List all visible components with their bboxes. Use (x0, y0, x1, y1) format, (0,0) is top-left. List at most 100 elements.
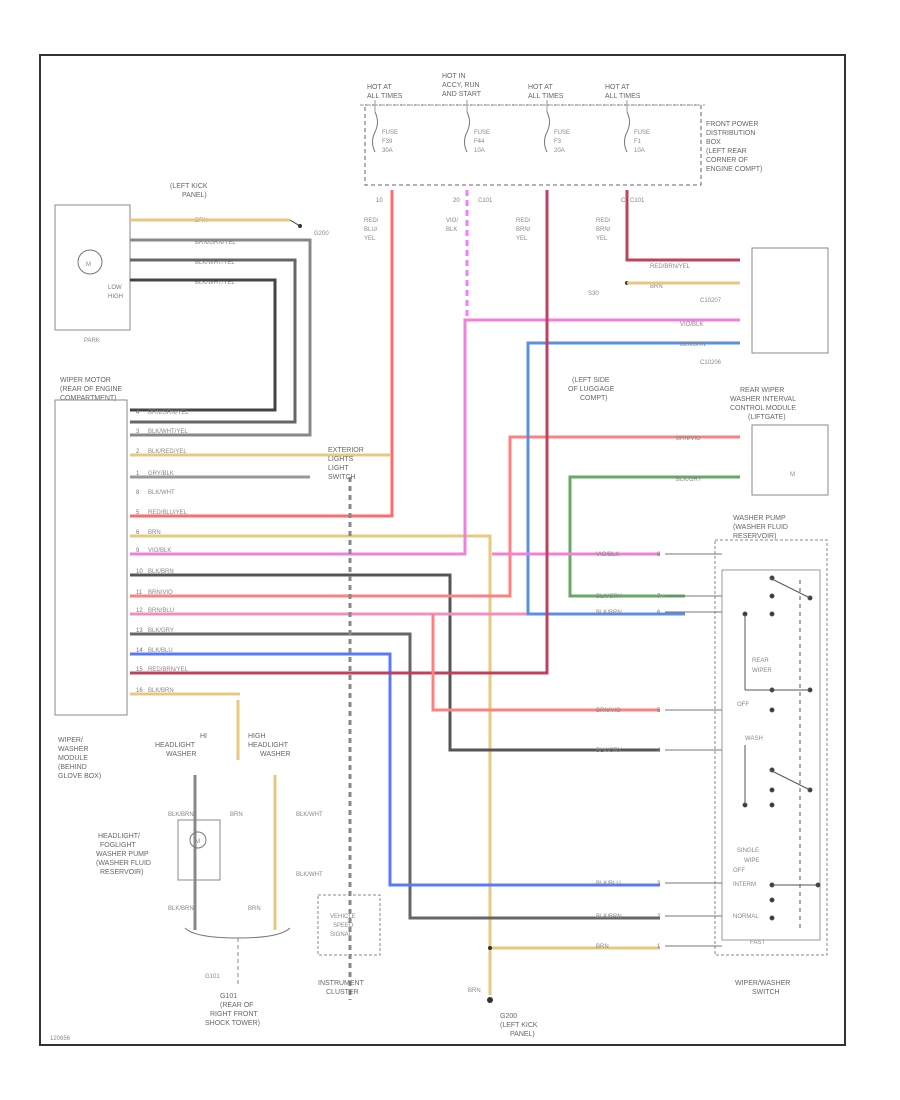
switch-pin-label: 6 (657, 610, 661, 616)
svg-text:DISTRIBUTION: DISTRIBUTION (706, 130, 755, 137)
svg-text:RED/BRN/YEL: RED/BRN/YEL (650, 264, 691, 270)
svg-text:PANEL): PANEL) (510, 1031, 535, 1038)
svg-text:YEL: YEL (516, 236, 528, 242)
rear-wiper-m: M (790, 472, 795, 478)
switch-wire-label: BLK/GRY (596, 594, 622, 600)
svg-text:WIPER/WASHER: WIPER/WASHER (735, 980, 790, 987)
svg-text:(WASHER FLUID: (WASHER FLUID (733, 524, 788, 531)
svg-text:ALL TIMES: ALL TIMES (528, 93, 564, 100)
svg-text:OF LUGGAGE: OF LUGGAGE (568, 386, 615, 393)
svg-text:SHOCK TOWER): SHOCK TOWER) (205, 1020, 260, 1027)
g200-splice-dot (488, 946, 492, 950)
wiper-motor-wires (130, 218, 312, 437)
svg-text:FUSE: FUSE (474, 130, 490, 136)
module-pin-label: 9 (136, 548, 140, 554)
svg-text:10: 10 (376, 198, 383, 204)
module-pin-label: 10 (136, 569, 143, 575)
module-wire-label: BLK/BRN (148, 688, 174, 694)
fuse-feed-lines (360, 100, 705, 112)
svg-text:G200: G200 (500, 1013, 517, 1020)
svg-text:VEHICLE: VEHICLE (330, 914, 356, 920)
module-wire-label: GRY/BLK (148, 471, 174, 477)
svg-text:(LEFT SIDE: (LEFT SIDE (572, 377, 610, 384)
svg-text:F1: F1 (634, 139, 642, 145)
right-wires (348, 190, 740, 1000)
svg-text:BLK/WHT/YEL: BLK/WHT/YEL (195, 280, 235, 286)
fuse-label-2: HOT IN ACCY, RUN AND START (442, 73, 482, 98)
svg-text:WASHER: WASHER (260, 751, 290, 758)
fuse-label-1: HOT AT ALL TIMES (367, 84, 403, 100)
wiper-motor-park: PARK (84, 338, 100, 344)
svg-text:F3: F3 (554, 139, 562, 145)
svg-text:WIPE: WIPE (744, 858, 759, 864)
svg-text:CONTROL MODULE: CONTROL MODULE (730, 405, 796, 412)
svg-text:HOT AT: HOT AT (605, 84, 630, 91)
wiper-motor-high: HIGH (108, 294, 123, 300)
svg-text:AND START: AND START (442, 91, 482, 98)
module-pin-label: 5 (136, 510, 140, 516)
module-wires (130, 190, 740, 995)
instrument-cluster-title: INSTRUMENT CLUSTER (318, 980, 365, 996)
svg-text:FAST: FAST (750, 940, 765, 946)
svg-text:(LEFT KICK: (LEFT KICK (500, 1022, 538, 1029)
svg-text:BRN: BRN (650, 284, 663, 290)
svg-text:HEADLIGHT: HEADLIGHT (155, 742, 196, 749)
rear-wiper-box (751, 424, 829, 496)
svg-text:C: C (621, 198, 626, 204)
wiper-motor-m: M (86, 262, 91, 268)
f39-wire-label: 10 RED/ BLU/ YEL (364, 198, 383, 242)
module-wire-label: BLK/BLU (148, 648, 173, 654)
svg-text:VIO/BLK: VIO/BLK (680, 322, 703, 328)
svg-text:NORMAL: NORMAL (733, 914, 759, 920)
fuse-f3: FUSE F3 20A (544, 111, 570, 154)
svg-text:10A: 10A (474, 148, 485, 154)
module-pin-label: 12 (136, 608, 143, 614)
switch-wire-label: BRN (596, 944, 609, 950)
distribution-box-label: FRONT POWER DISTRIBUTION BOX (LEFT REAR … (706, 121, 762, 173)
module-title: WIPER/ WASHER MODULE (BEHIND GLOVE BOX) (58, 737, 101, 780)
svg-text:WIPER MOTOR: WIPER MOTOR (60, 377, 111, 384)
f1-wire-label: C C101 RED/ BRN/ YEL (596, 198, 645, 242)
svg-text:HOT IN: HOT IN (442, 73, 466, 80)
left-kick-panel-label: (LEFT KICK PANEL) G200 (170, 183, 329, 237)
svg-text:C101: C101 (630, 198, 645, 204)
module-wire-label: BLK/WHT (148, 490, 175, 496)
svg-text:FOGLIGHT: FOGLIGHT (100, 842, 137, 849)
svg-text:G101: G101 (220, 993, 237, 1000)
svg-text:RIGHT FRONT: RIGHT FRONT (210, 1011, 258, 1018)
switch-wire-label: BLK/GRY (596, 748, 622, 754)
switch-contacts (742, 575, 821, 930)
svg-text:WIPER/: WIPER/ (58, 737, 83, 744)
svg-text:C10207: C10207 (700, 298, 722, 304)
svg-text:SINGLE: SINGLE (737, 848, 759, 854)
svg-text:RESERVOIR): RESERVOIR) (100, 869, 143, 876)
switch-outline (714, 539, 828, 956)
fuse-label-3: HOT AT ALL TIMES (528, 84, 564, 100)
svg-text:COMPT): COMPT) (580, 395, 608, 402)
svg-text:30A: 30A (382, 148, 393, 154)
svg-text:FUSE: FUSE (554, 130, 570, 136)
svg-text:HEADLIGHT/: HEADLIGHT/ (98, 833, 140, 840)
module-wire-label: BLK/RED/YEL (148, 449, 187, 455)
switch-wire-label: VIO/BLK (596, 552, 619, 558)
fuse-f44: FUSE F44 10A (464, 111, 490, 154)
module-pin-label: 2 (136, 449, 140, 455)
switch-wire-label: BLK/BRN (596, 914, 622, 920)
svg-text:WASHER: WASHER (166, 751, 196, 758)
svg-text:HOT AT: HOT AT (528, 84, 553, 91)
washer-pump-title: WASHER PUMP (WASHER FLUID RESERVOIR) (733, 515, 788, 540)
rear-wiper-wire1: BRN/VIO (676, 436, 701, 442)
module-pin-label: 14 (136, 648, 143, 654)
svg-text:(WASHER FLUID: (WASHER FLUID (96, 860, 151, 867)
switch-pin-label: 5 (657, 708, 661, 714)
headlight-relay2-label: HIGH HEADLIGHT WASHER (248, 733, 290, 758)
svg-text:BLK/BRN: BLK/BRN (680, 342, 706, 348)
svg-text:REAR: REAR (752, 658, 769, 664)
svg-text:ENGINE COMPT): ENGINE COMPT) (706, 166, 762, 173)
svg-text:CLUSTER: CLUSTER (326, 989, 359, 996)
fuse-f1: FUSE F1 10A (624, 111, 650, 154)
switch-pin-label: 2 (657, 914, 661, 920)
svg-text:FUSE: FUSE (382, 130, 398, 136)
svg-text:BRN/: BRN/ (596, 227, 611, 233)
